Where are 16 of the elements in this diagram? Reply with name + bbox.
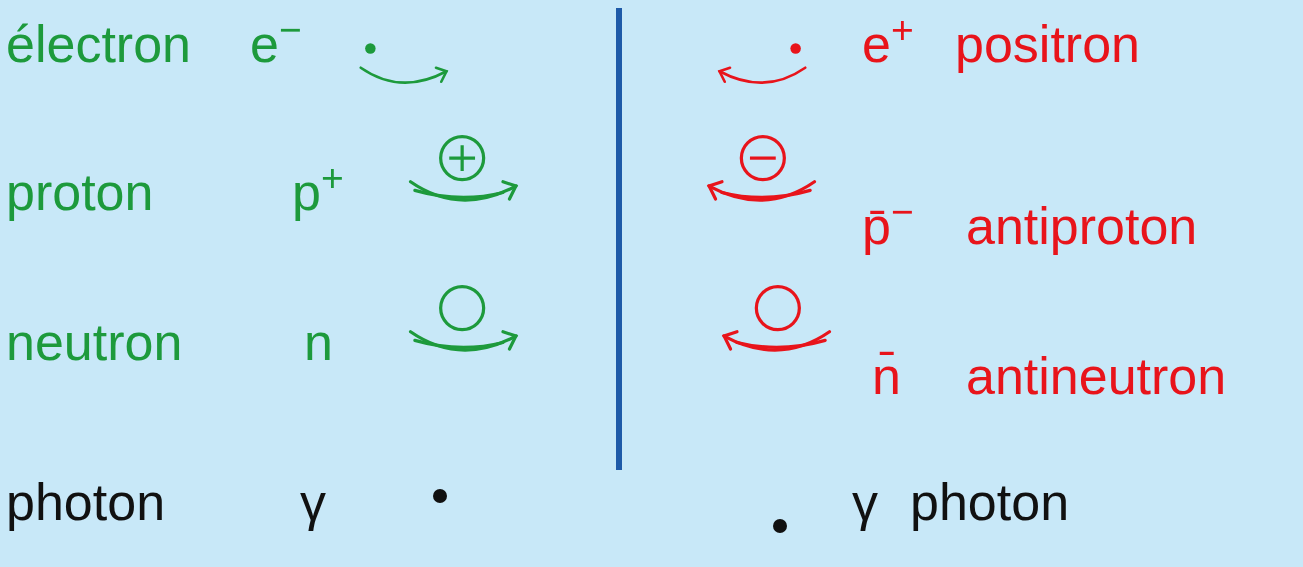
particle-name: électron <box>6 14 191 74</box>
particle-name: photon <box>6 472 166 532</box>
particle-symbol: p$^{+}$ <box>292 162 344 222</box>
particle-symbol: n̄ <box>872 346 901 406</box>
particle-name: proton <box>6 162 154 222</box>
particle-symbol: e$^{−}$ <box>250 14 302 74</box>
particle-symbol: p̄$^{−}$ <box>862 196 914 256</box>
particle-symbol: n <box>304 312 333 372</box>
particle-symbol: e$^{+}$ <box>862 14 914 74</box>
particle-symbol: γ <box>852 472 878 532</box>
particle-name: positron <box>955 14 1140 74</box>
particle-name: photon <box>910 472 1070 532</box>
particle-name: antineutron <box>966 346 1227 406</box>
particle-name: neutron <box>6 312 183 372</box>
particle-symbol: γ <box>300 472 326 532</box>
particle-name: antiproton <box>966 196 1198 256</box>
